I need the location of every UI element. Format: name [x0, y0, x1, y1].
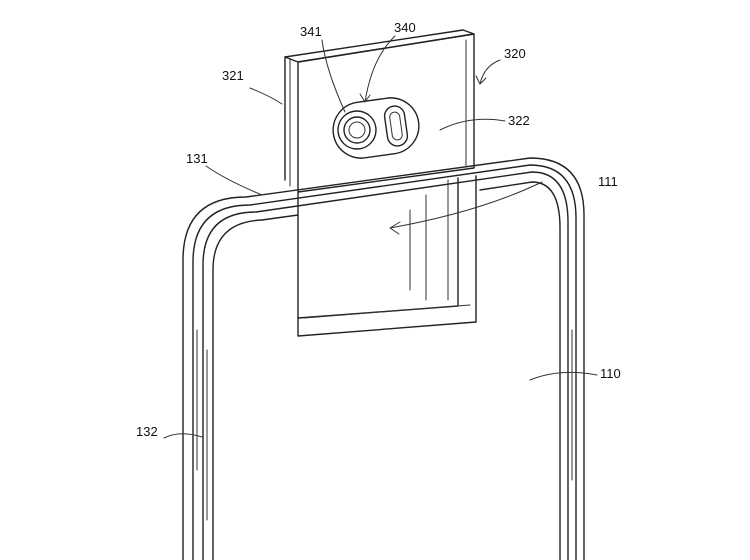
slot-outline — [297, 175, 477, 337]
lens-assembly — [332, 97, 420, 159]
slot — [297, 175, 477, 337]
flash-window-inner — [389, 111, 403, 141]
label-321: 321 — [222, 68, 244, 83]
reference-labels: 341 340 320 321 322 131 111 110 132 — [136, 20, 621, 439]
leader-132 — [163, 433, 203, 439]
lens-housing — [332, 97, 420, 159]
leader-321 — [249, 87, 283, 105]
leader-322 — [439, 118, 506, 131]
lens-inner-ring — [343, 116, 371, 144]
slot-inner — [297, 177, 459, 319]
leader-131 — [205, 165, 263, 196]
slot-floor — [303, 304, 471, 319]
lens-outer-ring — [337, 110, 377, 150]
label-340: 340 — [394, 20, 416, 35]
module-top-face — [284, 29, 475, 63]
leader-320 — [479, 59, 501, 85]
leader-341 — [321, 39, 346, 113]
arrow-320 — [475, 75, 487, 85]
arrow-111 — [389, 221, 401, 235]
label-320: 320 — [504, 46, 526, 61]
phone-body — [182, 157, 585, 560]
label-110: 110 — [600, 366, 621, 381]
flash-window — [383, 105, 409, 147]
phone-screen-edge-right — [479, 181, 561, 560]
phone-screen-edge — [212, 214, 299, 560]
label-111: 111 — [598, 174, 618, 189]
label-322: 322 — [508, 113, 530, 128]
label-341: 341 — [300, 24, 322, 39]
arrow-340 — [359, 93, 371, 103]
leader-111 — [389, 181, 543, 229]
camera-module — [284, 29, 475, 193]
label-132: 132 — [136, 424, 158, 439]
phone-outer-edge — [182, 157, 585, 560]
leader-110 — [529, 371, 598, 381]
leader-lines — [163, 35, 598, 439]
leader-340 — [364, 35, 396, 103]
phone-bezel-2 — [202, 171, 569, 560]
label-131: 131 — [186, 151, 208, 166]
phone-bezel-1 — [192, 164, 577, 560]
lens-glass — [348, 121, 366, 139]
